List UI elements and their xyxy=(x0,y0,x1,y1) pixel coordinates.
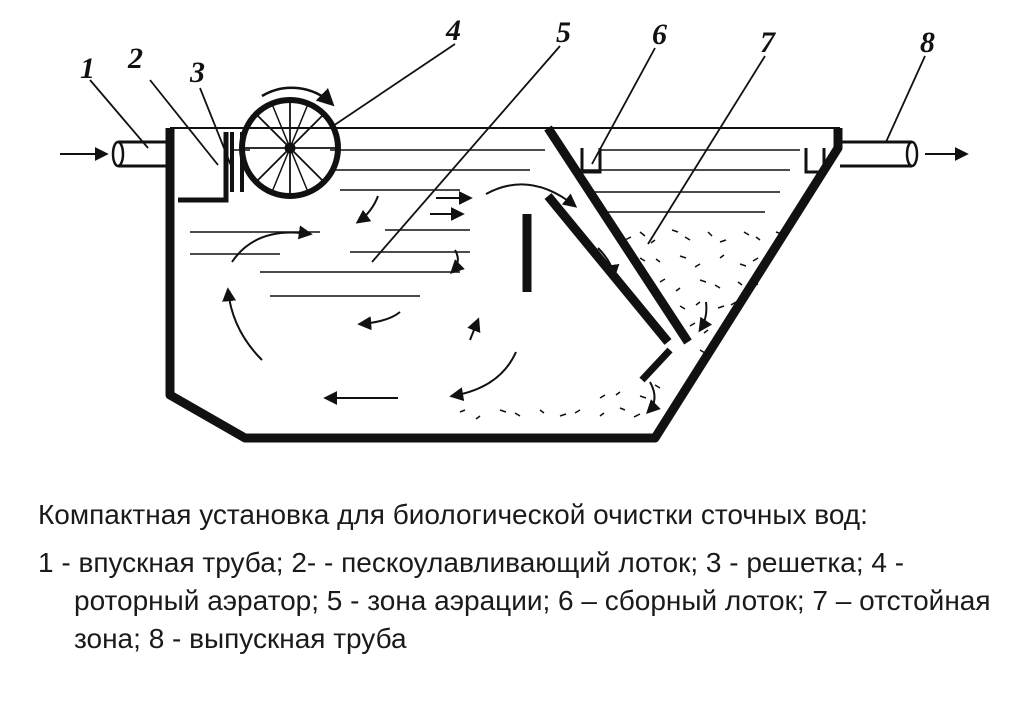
wastewater-treatment-diagram: 1 2 3 4 5 6 7 8 xyxy=(60,14,969,443)
grit-trough xyxy=(178,132,229,203)
figure-caption: Компактная установка для биологической о… xyxy=(38,496,998,668)
label-8: 8 xyxy=(920,26,935,59)
label-7: 7 xyxy=(760,26,776,59)
caption-title: Компактная установка для биологической о… xyxy=(38,499,868,530)
sludge-texture xyxy=(459,229,783,420)
leader-lines xyxy=(89,43,926,263)
flow-arrows xyxy=(222,183,713,414)
label-2: 2 xyxy=(127,42,143,75)
collecting-trough xyxy=(580,148,826,174)
rotor-aerator xyxy=(239,86,341,199)
label-4: 4 xyxy=(445,14,461,47)
water-level-lines xyxy=(190,149,800,297)
label-5: 5 xyxy=(556,16,571,49)
settling-partition xyxy=(544,125,692,383)
label-3: 3 xyxy=(189,56,205,89)
label-6: 6 xyxy=(652,18,667,51)
caption-legend: 1 - впускная труба; 2- - пескоулавливающ… xyxy=(38,547,991,654)
label-1: 1 xyxy=(80,52,95,85)
outlet-pipe xyxy=(840,140,969,168)
inlet-pipe xyxy=(60,140,170,168)
